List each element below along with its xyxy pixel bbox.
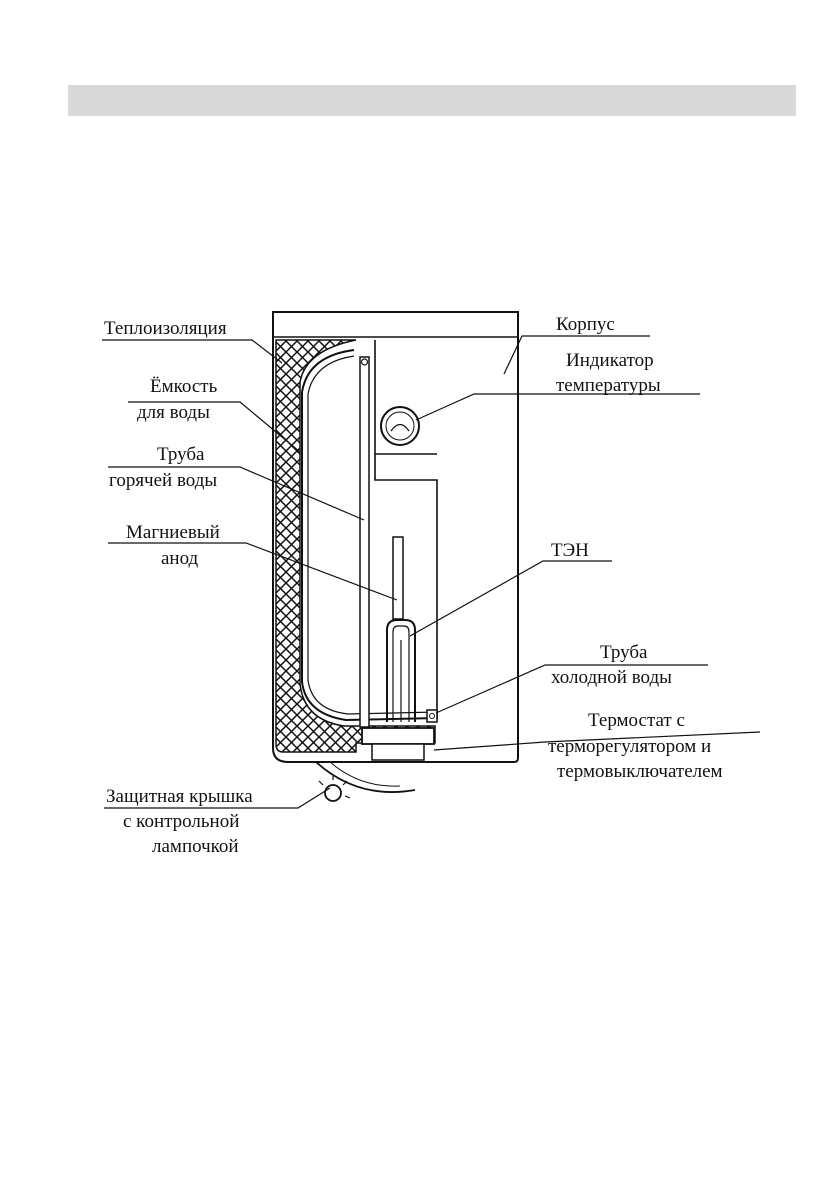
cold-water-pipe xyxy=(426,709,438,723)
label-thermostat-1: Термостат с xyxy=(588,710,685,731)
control-compartment xyxy=(374,340,438,718)
tank-inner-outline xyxy=(307,355,439,715)
heating-element xyxy=(386,619,416,722)
hot-water-pipe xyxy=(359,356,370,728)
protective-cover-inner xyxy=(329,761,401,787)
cold-water-pipe-cap xyxy=(429,713,435,719)
heating-element-inner xyxy=(392,625,410,722)
leader-indicator xyxy=(415,393,700,421)
label-body: Корпус xyxy=(556,314,615,335)
label-anode-2: анод xyxy=(161,548,199,569)
header-bar xyxy=(68,85,796,116)
protective-cover xyxy=(315,761,416,793)
control-lamp-icon xyxy=(324,784,342,802)
insulation-layer xyxy=(275,339,436,753)
label-anode-1: Магниевый xyxy=(126,522,220,543)
label-thermostat-2: терморегулятором и xyxy=(548,736,711,757)
leader-tank xyxy=(128,401,301,453)
label-cover-1: Защитная крышка xyxy=(106,786,253,807)
label-indicator-2: температуры xyxy=(556,375,661,396)
tank-outline xyxy=(301,349,439,722)
label-thermostat-3: термовыключателем xyxy=(557,761,723,782)
label-cover-3: лампочкой xyxy=(152,836,239,857)
temperature-indicator-arc xyxy=(390,423,410,432)
thermostat-body xyxy=(371,743,425,761)
label-cold-pipe-1: Труба xyxy=(600,642,648,663)
label-insulation: Теплоизоляция xyxy=(104,318,227,339)
label-tank-2: для воды xyxy=(137,402,210,423)
leader-hot-pipe xyxy=(108,466,365,521)
leader-cold-pipe xyxy=(435,664,708,714)
temperature-indicator-inner xyxy=(385,411,415,441)
label-hot-pipe-1: Труба xyxy=(157,444,205,465)
leader-anode xyxy=(108,542,398,601)
leader-heater xyxy=(409,560,612,637)
leader-insulation xyxy=(102,339,283,364)
temperature-indicator-gauge xyxy=(380,406,420,446)
leader-cover xyxy=(104,787,331,809)
leader-thermostat xyxy=(433,731,761,751)
label-indicator-1: Индикатор xyxy=(566,350,654,371)
label-cover-2: с контрольной xyxy=(123,811,239,832)
label-cold-pipe-2: холодной воды xyxy=(551,667,672,688)
control-lamp-rays xyxy=(318,776,351,799)
label-tank-1: Ёмкость xyxy=(150,376,218,397)
label-hot-pipe-2: горячей воды xyxy=(109,470,217,491)
label-heater: ТЭН xyxy=(551,540,589,561)
hot-water-pipe-cap xyxy=(360,358,369,366)
leader-body xyxy=(503,335,650,375)
magnesium-anode xyxy=(392,536,404,620)
thermostat-block xyxy=(361,727,435,745)
